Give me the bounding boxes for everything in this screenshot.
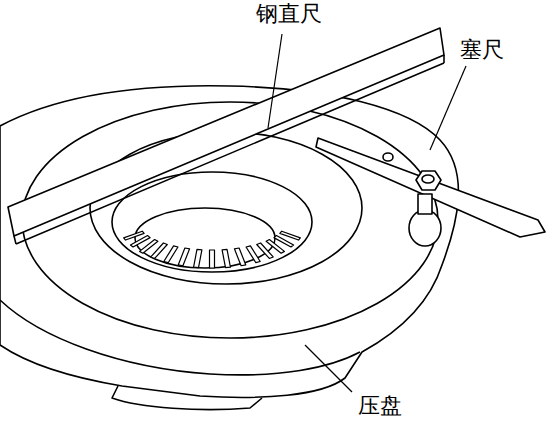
finger-slot xyxy=(257,243,273,258)
part-label: 钢直尺 xyxy=(254,2,324,26)
finger-slot xyxy=(194,249,202,267)
cover-tab xyxy=(112,386,262,410)
finger-slot xyxy=(124,231,144,240)
part-label: 塞尺 xyxy=(458,38,506,62)
leader-line xyxy=(268,34,282,128)
adjust-nut xyxy=(416,171,441,190)
bolt-stud xyxy=(409,210,441,246)
steel-ruler xyxy=(8,28,444,236)
diaphragm-fingers xyxy=(124,231,301,268)
finger-slot xyxy=(164,246,178,263)
ruler-edge xyxy=(443,55,445,63)
ruler-edge xyxy=(16,63,444,244)
finger-slot xyxy=(246,246,260,263)
hub-opening xyxy=(135,208,275,268)
finger-slot xyxy=(234,248,245,266)
finger-slot xyxy=(266,240,284,254)
cover-hole xyxy=(383,153,393,161)
ruler-edge xyxy=(14,236,16,244)
finger-slot xyxy=(178,248,189,266)
leader-line xyxy=(430,66,466,150)
part-label: 压盘 xyxy=(356,394,404,418)
leader-line xyxy=(305,345,352,392)
nut-top xyxy=(422,175,434,183)
finger-slot xyxy=(222,249,230,267)
bolt-neck xyxy=(418,194,432,214)
spring-opening xyxy=(112,172,312,272)
finger-slot xyxy=(210,250,215,268)
